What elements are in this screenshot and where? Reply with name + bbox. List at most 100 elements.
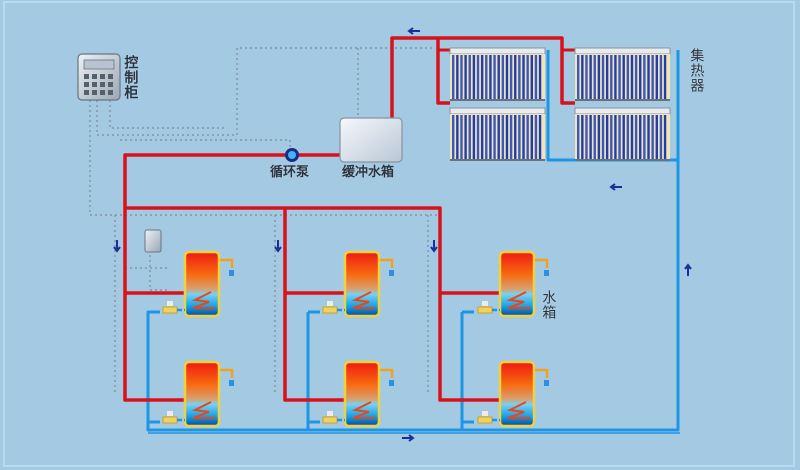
collector-tube <box>522 115 525 159</box>
collector-tube <box>597 115 601 159</box>
collector-tube <box>593 55 596 99</box>
faucet-outlet <box>544 380 549 386</box>
valve-icon <box>477 306 493 314</box>
faucet-icon <box>380 258 394 268</box>
collector-tube <box>622 115 625 159</box>
collector-tube <box>472 55 476 99</box>
signal-line-main <box>89 100 440 216</box>
collector-tube <box>634 55 638 99</box>
controller-key <box>100 82 105 87</box>
collector-tube <box>522 55 525 99</box>
collector-tube <box>456 115 459 159</box>
collector-tube <box>647 115 650 159</box>
faucet-icon <box>535 258 549 268</box>
collector-header <box>574 47 671 55</box>
collector-base <box>450 99 545 101</box>
collector-tube <box>663 55 667 99</box>
collector-tube <box>659 115 663 159</box>
heat-exchanger-coil <box>351 401 375 419</box>
collector-tube <box>577 115 580 159</box>
collector-tube <box>476 115 480 159</box>
collector-tube <box>480 115 484 159</box>
faucet-outlet <box>229 380 234 386</box>
faucet-icon <box>380 368 394 378</box>
collector-tube <box>651 115 654 159</box>
hot-collector-left-pipe <box>436 38 450 105</box>
faucet-icon <box>535 368 549 378</box>
collector-tube <box>659 55 663 99</box>
flow-arrow-cold-bottom <box>402 434 415 442</box>
collector-tube <box>509 55 513 99</box>
valve-icon <box>322 306 338 314</box>
collector-tube <box>456 55 459 99</box>
collector-tube <box>618 55 621 99</box>
faucet-icon <box>220 258 234 268</box>
collector-tube <box>485 55 488 99</box>
collector-tube <box>601 115 605 159</box>
collector-tube <box>505 55 509 99</box>
collector-tube <box>597 55 601 99</box>
controller-key <box>92 74 97 79</box>
collector-tube <box>501 55 505 99</box>
valve-icon <box>162 416 178 424</box>
collector-tube <box>593 115 596 159</box>
collector-tube <box>538 115 542 159</box>
signal-line-thermostat <box>149 255 170 291</box>
pump-label: 循环泵 <box>270 165 310 180</box>
collector-tube <box>622 55 625 99</box>
collector-tube <box>514 55 517 99</box>
faucet-icon <box>220 368 234 378</box>
collector-header <box>574 107 671 115</box>
collector-tube <box>480 55 484 99</box>
valve-icon <box>322 416 338 424</box>
collector-tube <box>460 115 463 159</box>
collector-tube <box>655 115 658 159</box>
collector-tube <box>509 115 513 159</box>
collector-tube <box>605 55 609 99</box>
water-tank <box>343 360 381 428</box>
flow-arrow-cold-return <box>609 183 622 191</box>
collector-tube <box>530 55 533 99</box>
collector-tube <box>464 115 467 159</box>
buffer-tank-label: 缓冲水箱 <box>342 165 395 180</box>
valve-actuator <box>327 411 333 416</box>
hot-distribution-pipe <box>123 153 340 402</box>
heat-exchanger-coil <box>506 291 530 309</box>
water-tank <box>498 360 536 428</box>
collector-tube <box>589 115 592 159</box>
flow-arrow-cold-riser <box>684 263 692 276</box>
controller-key <box>100 90 105 95</box>
valve-actuator <box>167 411 173 416</box>
controller-key <box>108 74 113 79</box>
collector-tube <box>534 115 538 159</box>
collector-tube <box>626 115 630 159</box>
signal-line-controller <box>109 100 225 129</box>
valve-actuator <box>482 411 488 416</box>
heat-exchanger-coil <box>506 401 530 419</box>
collector-tube <box>577 55 580 99</box>
flow-arrow-col1 <box>113 240 121 253</box>
thermostat-icon <box>144 229 162 253</box>
collector-tube <box>610 115 613 159</box>
collector-tube <box>489 115 492 159</box>
water-tank <box>343 250 381 318</box>
collector-tube <box>589 55 592 99</box>
collector-header <box>449 107 546 115</box>
collector-label: 集热器 <box>688 48 705 93</box>
collector-tube <box>630 55 634 99</box>
controller-key <box>92 90 97 95</box>
collector-tube <box>601 55 605 99</box>
collector-tube <box>647 55 650 99</box>
controller-key <box>108 82 113 87</box>
collector-tube <box>518 55 521 99</box>
collector-tube <box>514 115 517 159</box>
faucet-outlet <box>544 270 549 276</box>
collector-tube <box>538 55 542 99</box>
faucet-outlet <box>389 380 394 386</box>
collector-tube <box>497 55 500 99</box>
collector-tube <box>630 115 634 159</box>
controller-key <box>84 90 89 95</box>
valve-actuator <box>482 301 488 306</box>
